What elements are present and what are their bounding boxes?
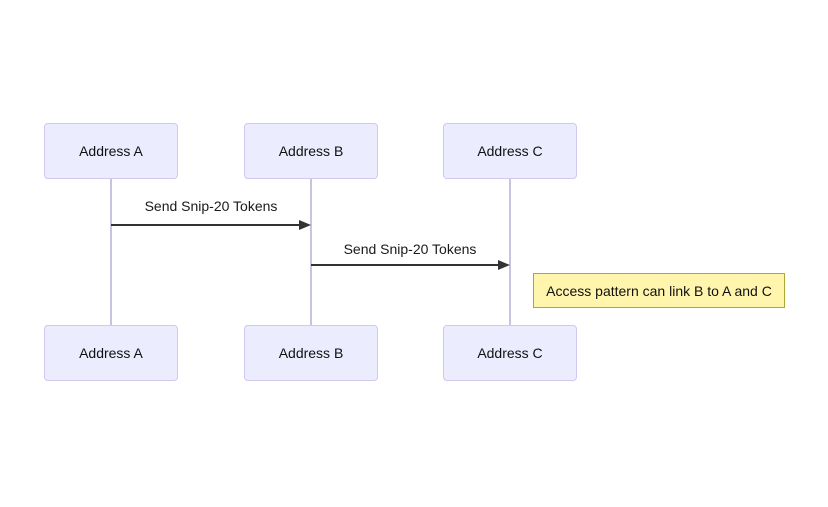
actor-top-address-c: Address C xyxy=(443,123,577,179)
actor-label: Address A xyxy=(79,143,143,159)
actor-label: Address A xyxy=(79,345,143,361)
message-label-a-to-b: Send Snip-20 Tokens xyxy=(144,198,278,214)
actor-label: Address C xyxy=(477,345,543,361)
actor-top-address-b: Address B xyxy=(244,123,378,179)
lifeline-address-c xyxy=(509,179,511,325)
lifeline-address-b xyxy=(310,179,312,325)
actor-bottom-address-b: Address B xyxy=(244,325,378,381)
actor-top-address-a: Address A xyxy=(44,123,178,179)
message-label-b-to-c: Send Snip-20 Tokens xyxy=(343,241,477,257)
actor-bottom-address-c: Address C xyxy=(443,325,577,381)
message-arrow-a-to-b xyxy=(111,224,299,226)
actor-label: Address C xyxy=(477,143,543,159)
actor-label: Address B xyxy=(278,143,344,159)
note-access-pattern: Access pattern can link B to A and C xyxy=(533,273,785,308)
actor-label: Address B xyxy=(278,345,344,361)
lifeline-address-a xyxy=(110,179,112,325)
message-arrow-b-to-c xyxy=(311,264,498,266)
arrowhead-right-icon xyxy=(498,260,510,270)
note-text: Access pattern can link B to A and C xyxy=(546,282,772,299)
actor-bottom-address-a: Address A xyxy=(44,325,178,381)
arrowhead-right-icon xyxy=(299,220,311,230)
